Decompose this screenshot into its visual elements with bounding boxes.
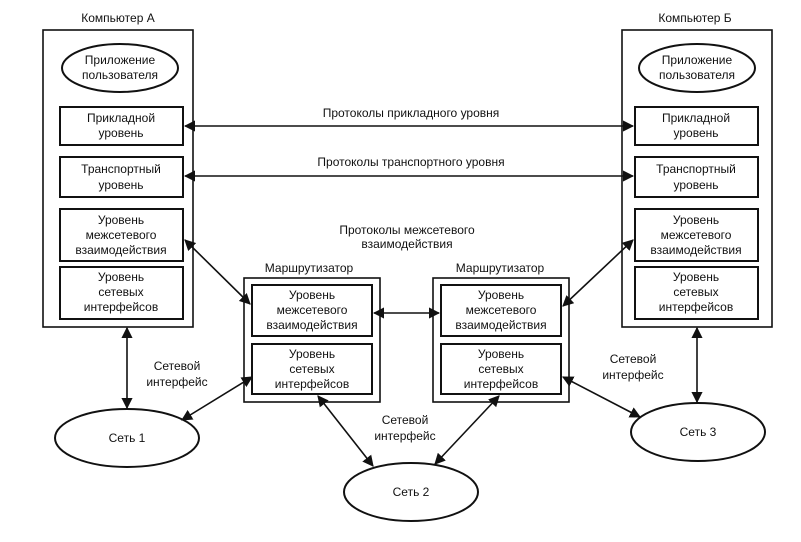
computer-b-nif-layer-line3: интерфейсов	[659, 300, 733, 314]
router-2-internet-layer-line3: взаимодействия	[455, 318, 546, 332]
internet-protocol-label-line2: взаимодействия	[361, 237, 452, 251]
computer-b-application-layer	[634, 106, 759, 146]
network-2-ellipse	[343, 462, 479, 522]
router-2-nif-layer-line3: интерфейсов	[464, 377, 538, 391]
router-1-nif-layer-line3: интерфейсов	[275, 377, 349, 391]
computer-b-nif-layer-line1: Уровень	[673, 270, 719, 284]
router-1-internet-layer-line3: взаимодействия	[266, 318, 357, 332]
router2-to-b-internet-arrow	[562, 239, 634, 307]
computer-b-network-interface-layer	[634, 266, 759, 320]
router-1-nif-layer-line1: Уровень	[289, 347, 335, 361]
computer-a-application-layer-line2: уровень	[98, 126, 143, 140]
computer-b-transport-layer	[634, 156, 759, 198]
router-1-internet-layer	[251, 284, 373, 337]
internet-protocol-label-line1: Протоколы межсетевого	[339, 223, 475, 237]
computer-a-application-layer	[59, 106, 184, 146]
computer-a-nif-layer-line3: интерфейсов	[84, 300, 158, 314]
computer-a-network-interface-layer	[59, 266, 184, 320]
router-2-nif-layer-line2: сетевых	[478, 362, 523, 376]
router-1-internet-layer-line2: межсетевого	[277, 303, 348, 317]
computer-a-application-layer-line1: Прикладной	[87, 111, 155, 125]
left-network-interface-line2: интерфейс	[146, 375, 207, 389]
computer-b-transport-layer-line1: Транспортный	[656, 162, 736, 176]
router-1-nif-layer-line2: сетевых	[289, 362, 334, 376]
application-protocol-label: Протоколы прикладного уровня	[323, 106, 500, 120]
computer-b-internet-layer-line1: Уровень	[673, 213, 719, 227]
computer-a-app-line2: пользователя	[82, 68, 158, 82]
center-network-interface-line1: Сетевой	[382, 413, 429, 427]
computer-a-title: Компьютер А	[81, 11, 154, 25]
router-1-title: Маршрутизатор	[265, 261, 354, 275]
left-network-interface-line1: Сетевой	[154, 359, 201, 373]
router-1-network-interface-layer	[251, 343, 373, 395]
right-network-interface-line2: интерфейс	[602, 368, 663, 382]
router-2-nif-layer-line1: Уровень	[478, 347, 524, 361]
router2-to-network3-arrow	[562, 376, 641, 418]
network2-to-router2-arrow	[434, 395, 500, 465]
computer-a-app-line1: Приложение	[85, 53, 156, 67]
computer-b-app-line1: Приложение	[662, 53, 733, 67]
router-2-title: Маршрутизатор	[456, 261, 545, 275]
computer-b-application-layer-line2: уровень	[673, 126, 718, 140]
computer-b-internet-layer-line2: межсетевого	[661, 228, 732, 242]
computer-b-title: Компьютер Б	[658, 11, 731, 25]
computer-a-internet-layer-line2: межсетевого	[86, 228, 157, 242]
computer-a-app-ellipse	[61, 43, 179, 93]
computer-b-app-ellipse	[638, 43, 756, 93]
a-to-router1-internet-arrow	[184, 239, 251, 305]
router-1-internet-layer-line1: Уровень	[289, 288, 335, 302]
router1-to-network2-arrow	[317, 395, 374, 467]
router-2-internet-layer-line2: межсетевого	[466, 303, 537, 317]
computer-b-nif-layer-line2: сетевых	[673, 285, 718, 299]
computer-b-transport-layer-line2: уровень	[673, 178, 718, 192]
computer-a-internet-layer	[59, 208, 184, 262]
computer-a-transport-layer-line2: уровень	[98, 178, 143, 192]
computer-b-application-layer-line1: Прикладной	[662, 111, 730, 125]
router-2-internet-layer-line1: Уровень	[478, 288, 524, 302]
network-1-label: Сеть 1	[109, 431, 146, 445]
computer-b-app-line2: пользователя	[659, 68, 735, 82]
transport-protocol-label: Протоколы транспортного уровня	[317, 155, 504, 169]
network-3-label: Сеть 3	[680, 425, 717, 439]
computer-a-nif-layer-line2: сетевых	[98, 285, 143, 299]
network-2-label: Сеть 2	[393, 485, 430, 499]
network1-to-router1-arrow	[181, 376, 253, 421]
computer-a-transport-layer	[59, 156, 184, 198]
computer-b-internet-layer-line3: взаимодействия	[650, 243, 741, 257]
computer-a-internet-layer-line1: Уровень	[98, 213, 144, 227]
router-2-network-interface-layer	[440, 343, 562, 395]
computer-a-internet-layer-line3: взаимодействия	[75, 243, 166, 257]
computer-a-nif-layer-line1: Уровень	[98, 270, 144, 284]
right-network-interface-line1: Сетевой	[610, 352, 657, 366]
computer-a-transport-layer-line1: Транспортный	[81, 162, 161, 176]
center-network-interface-line2: интерфейс	[374, 429, 435, 443]
computer-b-internet-layer	[634, 208, 759, 262]
router-2-internet-layer	[440, 284, 562, 337]
